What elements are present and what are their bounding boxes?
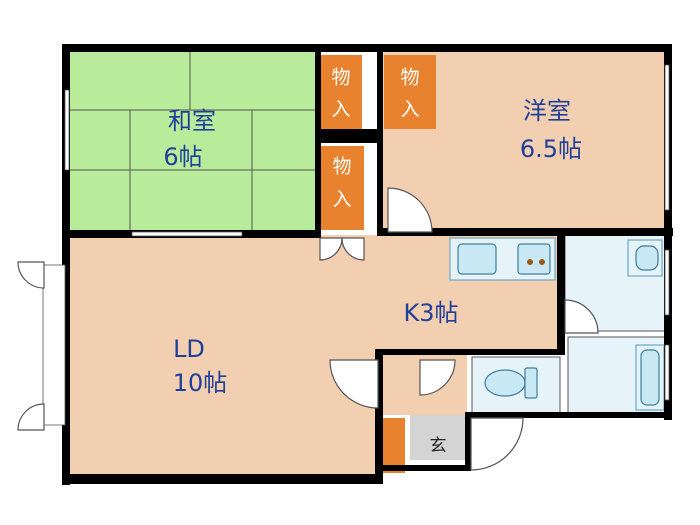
washitsu-name: 和室	[168, 107, 216, 135]
genkan-floor	[410, 415, 467, 460]
closet-3-label-top: 物	[332, 156, 351, 178]
tatami-lines	[67, 50, 315, 235]
closet-1	[320, 55, 362, 129]
closet-1-label-bottom: 入	[331, 99, 350, 121]
closet-1-label-top: 物	[331, 67, 350, 89]
entrance-label: 玄	[430, 436, 447, 456]
toilet-bowl	[484, 369, 526, 397]
closet-3	[320, 146, 364, 230]
toilet-tank	[524, 367, 538, 399]
closet-2-label-top: 物	[400, 67, 419, 89]
youshitsu-name: 洋室	[523, 97, 571, 125]
doors	[17, 187, 599, 471]
ld-name: LD	[173, 335, 205, 363]
burner-right	[539, 259, 545, 265]
washitsu-size: 6帖	[163, 143, 202, 171]
kitchen-sink	[457, 243, 497, 275]
burner-left	[527, 259, 533, 265]
stove	[517, 243, 551, 275]
washitsu-floor	[67, 50, 315, 235]
washbasin-bowl	[635, 245, 659, 271]
youshitsu-size: 6.5帖	[520, 135, 582, 163]
ld-size: 10帖	[173, 369, 228, 397]
kitchen-label: K3帖	[403, 299, 458, 327]
closet-2-label-bottom: 入	[400, 99, 419, 121]
ld-floor	[67, 235, 377, 475]
shoe-closet	[381, 418, 405, 473]
closet-3-label-bottom: 入	[332, 189, 351, 211]
bathtub-inner	[640, 349, 660, 406]
closet-2	[384, 55, 436, 129]
windows	[42, 64, 670, 426]
